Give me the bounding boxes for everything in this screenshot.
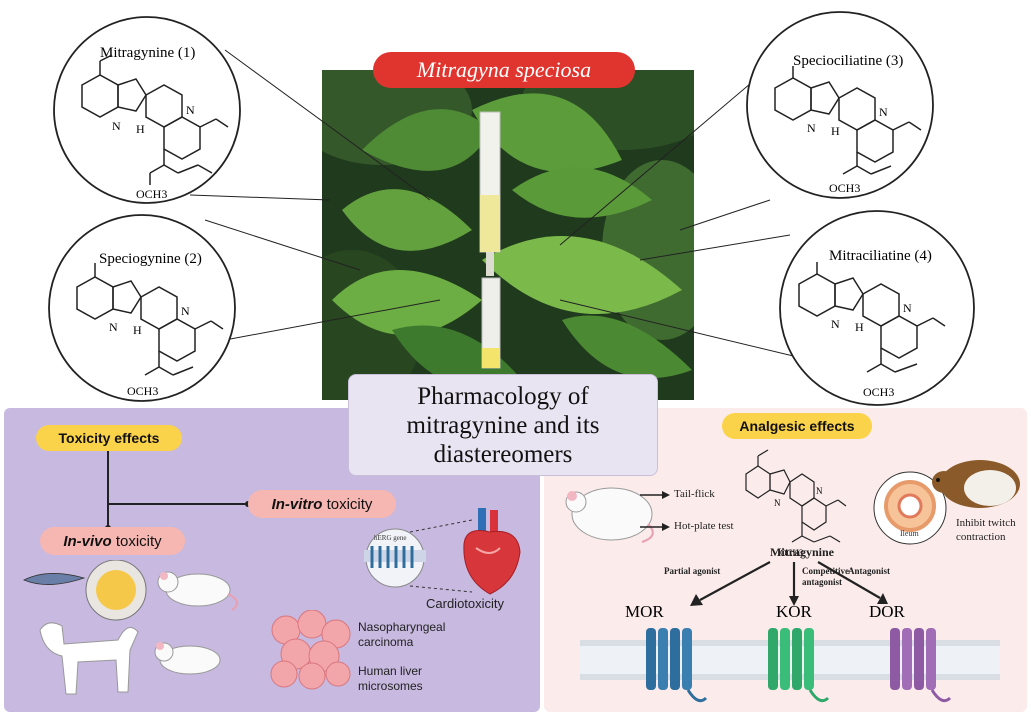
compound-3-circle: Speciociliatine (3) N H N OCH3 [746,11,934,199]
compound-2-circle: Speciogynine (2) N H N OCH3 [48,214,236,402]
svg-text:OCH3: OCH3 [127,384,158,398]
svg-text:H: H [855,320,864,334]
dor-label: DOR [869,602,905,621]
svg-text:N: N [186,103,195,117]
svg-text:N: N [903,301,912,315]
svg-text:N: N [181,304,190,318]
guinea-pig-icon [932,460,1020,508]
svg-text:N: N [879,105,888,119]
ileum-icon: Ileum [873,471,947,545]
svg-text:hERG gene: hERG gene [374,534,406,542]
in-vivo-toxicity-label: In-vivo toxicity [40,527,185,555]
tail-flick-label: Tail-flick [674,488,715,500]
svg-text:H: H [133,323,142,337]
svg-text:N: N [831,317,840,331]
nasopharyngeal-label: Nasopharyngeal carcinoma [358,620,446,649]
mitragynine-structure: N N OCH3 [745,449,847,558]
mouse-icon [565,487,654,543]
compound-4-name: Mitraciliatine (4) [829,248,932,264]
plant-photo [322,70,694,400]
svg-text:H: H [831,124,840,138]
cardiotoxicity-label: Cardiotoxicity [426,596,505,611]
center-title: Pharmacology of mitragynine and its dias… [348,374,658,476]
partial-agonist-label: Partial agonist [664,566,721,576]
cell-cluster-icon [270,610,351,690]
herg-channel-icon: hERG gene [364,528,426,588]
inhibit-twitch-label: Inhibit twitch contraction [956,517,1016,543]
toxicity-effects-label: Toxicity effects [36,425,182,451]
mor-receptor [646,628,708,703]
hot-plate-label: Hot-plate test [674,520,734,532]
compound-3-name: Speciociliatine (3) [793,53,903,69]
svg-text:OCH3: OCH3 [136,187,167,201]
compound-2-name: Speciogynine (2) [99,251,202,267]
in-vitro-toxicity-label: In-vitro toxicity [248,490,396,518]
compound-4-circle: Mitraciliatine (4) N H N OCH3 [779,210,975,406]
svg-text:Ileum: Ileum [900,529,919,538]
svg-text:OCH3: OCH3 [863,385,894,399]
liver-microsomes-label: Human liver microsomes [358,664,423,693]
compound-1-name: Mitragynine (1) [100,45,195,61]
competitive-antagonist-label: Competitive antagonist [802,566,849,587]
svg-text:H: H [136,122,145,136]
kor-label: KOR [776,602,812,621]
antagonist-label: Antagonist [848,566,891,576]
herg-heart-dash-lines [409,519,473,593]
in-vivo-animals [23,560,239,695]
analgesic-effects-label: Analgesic effects [722,413,872,439]
svg-text:OCH3: OCH3 [829,181,860,195]
mitragynine-label: Mitragynine [770,545,834,559]
svg-text:N: N [112,119,121,133]
dor-receptor [890,628,952,703]
kor-receptor [768,628,830,703]
svg-text:N: N [774,498,781,508]
mor-label: MOR [625,602,664,621]
svg-text:OCH3: OCH3 [780,548,804,558]
svg-text:N: N [816,486,823,496]
heart-icon [463,508,521,595]
svg-text:N: N [807,121,816,135]
species-title: Mitragyna speciosa [373,52,635,88]
svg-text:N: N [109,320,118,334]
compound-1-circle: Mitragynine (1) N H N OCH3 [53,16,241,204]
cell-membrane [580,628,1000,703]
